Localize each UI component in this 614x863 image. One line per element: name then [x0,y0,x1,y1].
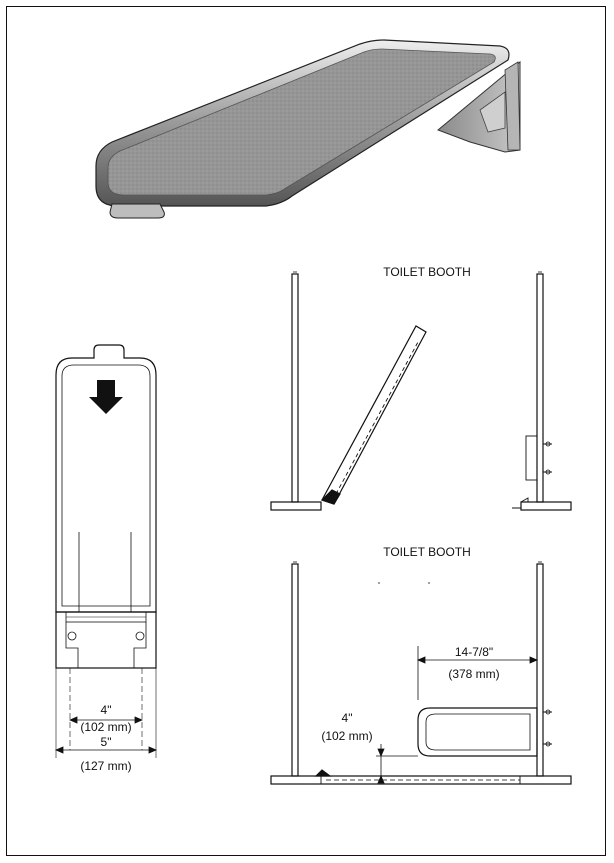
side-view-folded [270,271,572,511]
front-inner-width-mm: (102 mm) [80,720,131,734]
side-dimension-lines [376,646,539,784]
side-view-deployed [270,561,572,785]
shelf-depth-in: 14-7/8" [455,645,493,659]
booth-label-top: TOILET BOOTH [383,265,471,279]
front-dimension-lines [54,716,158,754]
shelf-height-in: 4" [342,711,353,725]
drawing-frame [6,6,606,856]
shelf-depth-mm: (378 mm) [448,667,499,681]
shelf-illustration [95,39,521,219]
front-view [55,344,157,758]
booth-label-bottom: TOILET BOOTH [383,545,471,559]
front-outer-width-in: 5" [101,735,112,749]
front-inner-width-in: 4" [101,703,112,717]
shelf-height-mm: (102 mm) [321,729,372,743]
front-outer-width-mm: (127 mm) [80,759,131,773]
down-arrow-icon [89,380,123,414]
